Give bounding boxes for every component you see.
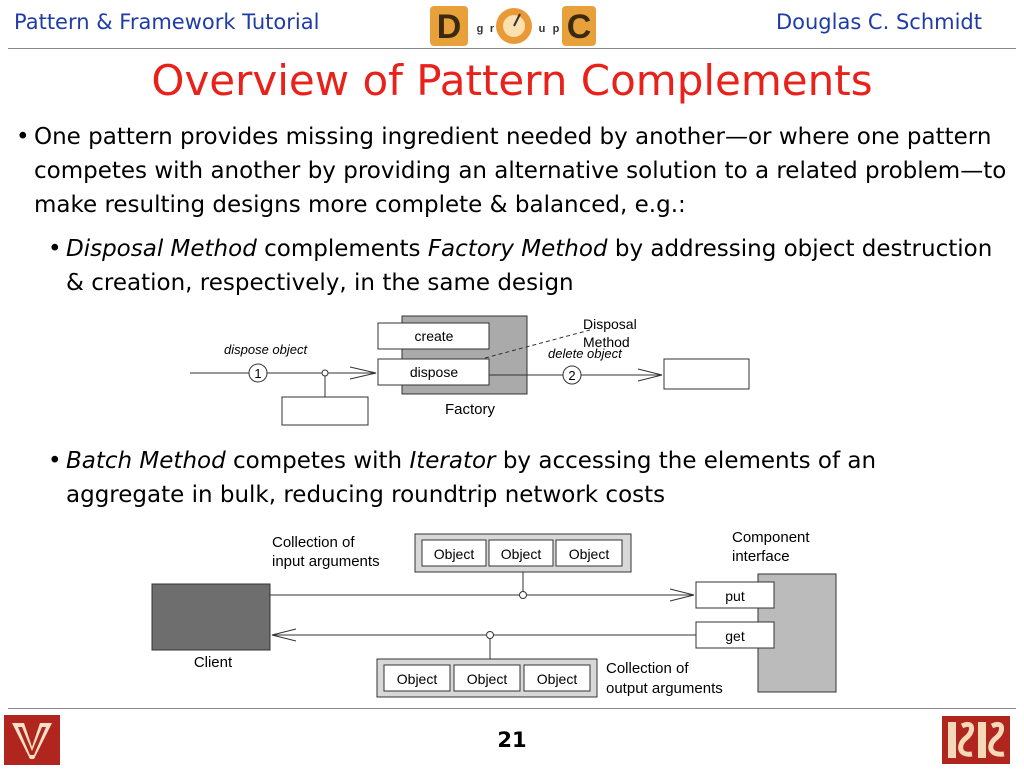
- get-arrowhead: [271, 628, 297, 642]
- input-object-2-label: Object: [501, 546, 542, 562]
- put-method-box: [695, 581, 775, 609]
- deleted-object-box: [663, 358, 750, 390]
- dispose-label: dispose: [410, 364, 458, 380]
- step-2-marker: [562, 365, 582, 385]
- svg-text:D: D: [437, 8, 462, 46]
- dispose-object-label: dispose object: [224, 342, 308, 357]
- svg-text:p: p: [553, 23, 560, 35]
- input-object-1: [421, 539, 487, 567]
- input-object-2: [488, 539, 554, 567]
- disposal-rest: by addressing object destruction & creat…: [66, 236, 993, 296]
- component-interface-label-2: interface: [732, 548, 790, 565]
- header-course-title: Pattern & Framework Tutorial: [14, 10, 320, 34]
- factory-label: Factory: [445, 401, 496, 418]
- doc-group-logo: D g r u p C: [430, 4, 600, 52]
- get-label: get: [725, 628, 745, 644]
- svg-text:C: C: [567, 8, 592, 46]
- get-method-box: [695, 621, 775, 649]
- input-object-3-label: Object: [569, 546, 610, 562]
- dispose-method-box: [377, 358, 490, 386]
- iterator-term: Iterator: [409, 448, 496, 474]
- output-object-3-label: Object: [537, 671, 578, 687]
- bullet-disposal-text: Disposal Method complements Factory Meth…: [66, 232, 996, 300]
- factory-method-term: Factory Method: [427, 236, 608, 262]
- slide-title: Overview of Pattern Complements: [151, 56, 873, 105]
- isis-logo: [942, 716, 1010, 768]
- step-2-label: 2: [568, 368, 575, 383]
- header-author: Douglas C. Schmidt: [775, 10, 982, 34]
- disposal-method-label-2: Method: [583, 334, 630, 350]
- bullet-batch-text: Batch Method competes with Iterator by a…: [66, 444, 996, 512]
- client-box: [151, 583, 271, 651]
- input-collection-label-2: input arguments: [272, 553, 380, 570]
- svg-text:r: r: [490, 23, 495, 35]
- output-collection-label-1: Collection of: [606, 660, 689, 677]
- bullet-dot: •: [16, 124, 30, 150]
- step-1-marker: [248, 363, 268, 383]
- disposal-method-label-1: Disposal: [583, 316, 637, 332]
- batch-method-diagram: Collection of input arguments Object Obj…: [151, 529, 837, 698]
- create-method-box: [377, 322, 490, 350]
- output-object-1-label: Object: [397, 671, 438, 687]
- batch-mid: competes with: [225, 448, 410, 474]
- output-object-2-label: Object: [467, 671, 508, 687]
- client-label: Client: [194, 654, 233, 671]
- footer-divider: [8, 708, 1016, 709]
- delete-object-label: delete object: [548, 346, 623, 361]
- batch-method-term: Batch Method: [66, 448, 226, 474]
- bullet-main-text: One pattern provides missing ingredient …: [34, 124, 1007, 218]
- bullet-dot: •: [48, 236, 62, 262]
- create-label: create: [415, 328, 454, 344]
- disposal-mid: complements: [256, 236, 428, 262]
- dispose-arrowhead: [349, 366, 377, 380]
- put-arrowhead: [669, 588, 695, 602]
- svg-text:u: u: [539, 23, 546, 35]
- output-collection-label-2: output arguments: [606, 680, 723, 697]
- client-object-box: [281, 396, 369, 426]
- disposal-method-term: Disposal Method: [66, 236, 257, 262]
- vanderbilt-logo: [4, 715, 60, 769]
- batch-rest: by accessing the elements of an aggregat…: [66, 448, 877, 508]
- output-object-3: [523, 664, 591, 692]
- output-object-2: [453, 664, 521, 692]
- output-object-1: [383, 664, 451, 692]
- disposal-method-diagram: create dispose Factory Disposal Method d…: [190, 315, 750, 426]
- component-interface-label-1: Component: [732, 529, 810, 546]
- input-object-1-label: Object: [434, 546, 475, 562]
- step-1-label: 1: [254, 366, 261, 381]
- input-object-3: [555, 539, 623, 567]
- header-divider: [8, 48, 1016, 49]
- input-junction: [519, 591, 527, 599]
- output-junction: [486, 631, 494, 639]
- svg-text:g: g: [477, 23, 484, 35]
- bullet-dot: •: [48, 448, 62, 474]
- junction-dot: [321, 369, 329, 377]
- page-number: 21: [497, 728, 527, 752]
- put-label: put: [725, 588, 745, 604]
- input-collection-label-1: Collection of: [272, 534, 355, 551]
- delete-arrowhead: [637, 368, 663, 382]
